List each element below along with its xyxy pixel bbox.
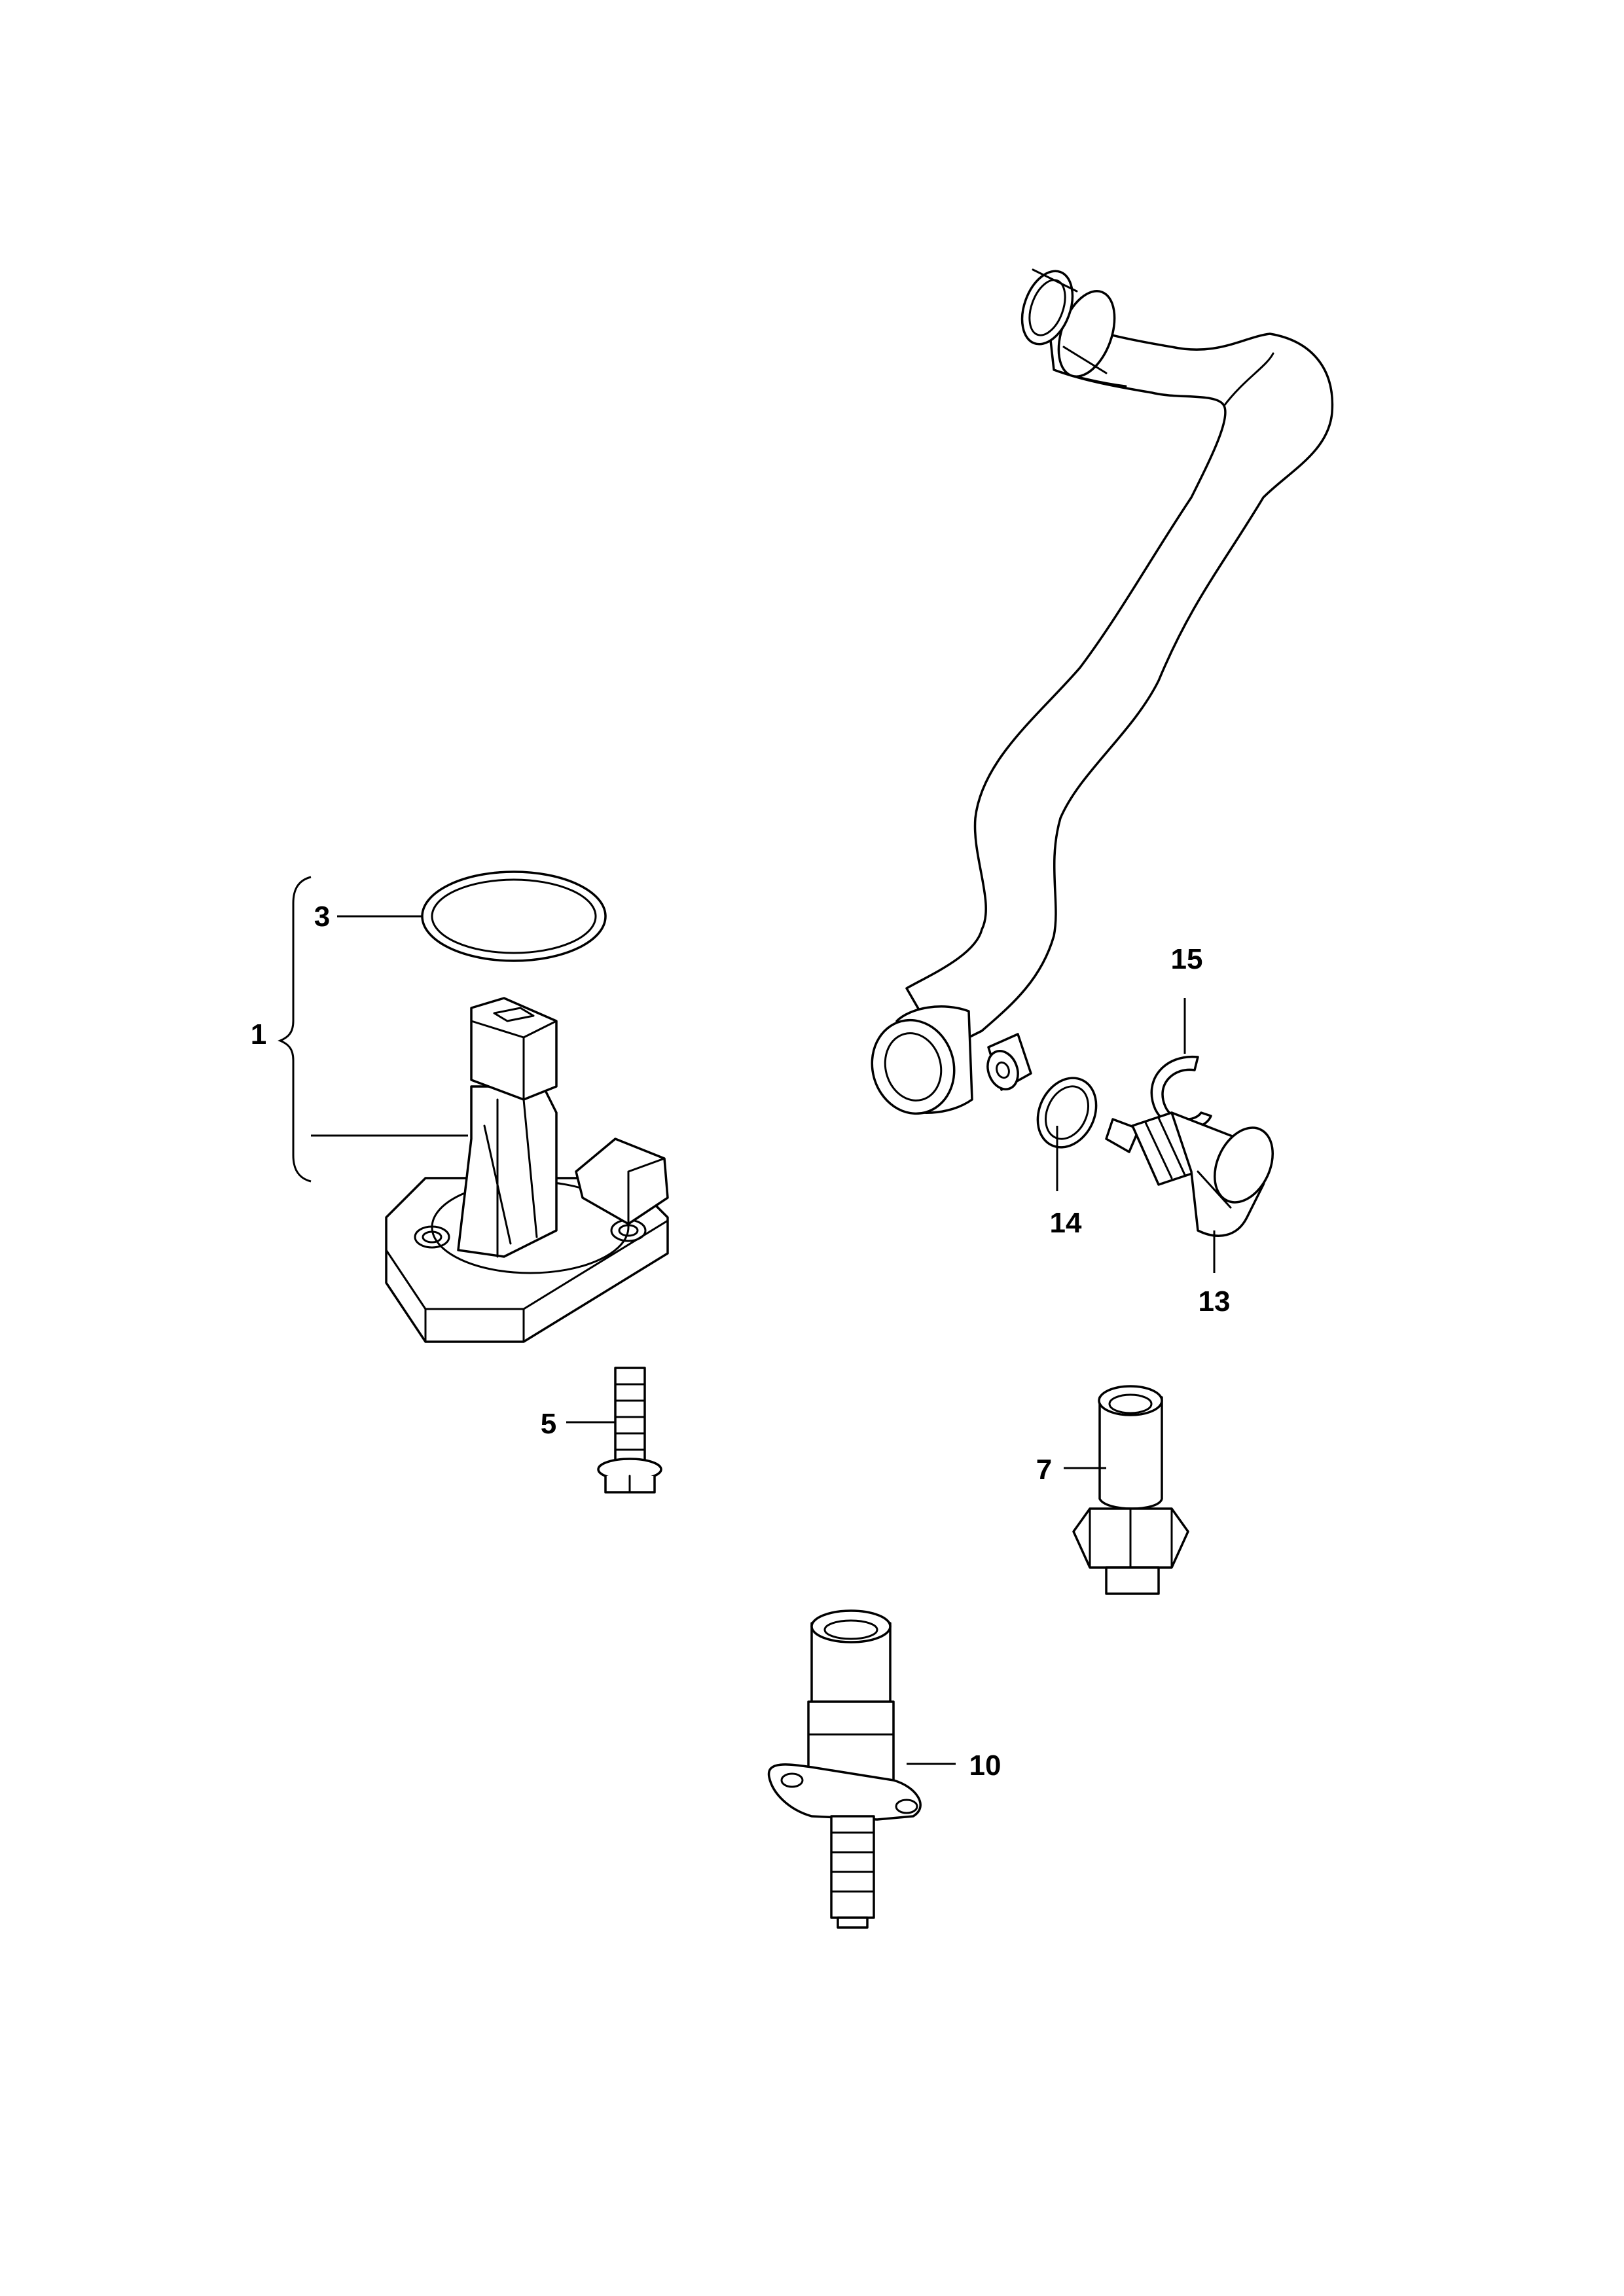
- oil-level-sensor[interactable]: [385, 997, 669, 1343]
- assembly-bracket: [278, 876, 312, 1183]
- oil-pressure-switch[interactable]: [1072, 1385, 1189, 1595]
- hose-bottom-cuff: [871, 1005, 973, 1115]
- seal-o-ring[interactable]: [421, 870, 607, 962]
- callout-3: 3: [314, 901, 330, 933]
- leader-lines: [311, 915, 1216, 1765]
- retaining-clip[interactable]: [1150, 1055, 1212, 1130]
- hose-top-cuff: [1020, 268, 1116, 378]
- mounting-bolt[interactable]: [597, 1367, 662, 1494]
- solenoid-valve[interactable]: [767, 1609, 922, 1929]
- temperature-sensor[interactable]: [1105, 1111, 1284, 1237]
- sensor-o-ring[interactable]: [1027, 1068, 1108, 1157]
- hose-spigot: [986, 1033, 1032, 1091]
- callout-5: 5: [541, 1408, 556, 1440]
- callout-10: 10: [969, 1749, 1001, 1782]
- callout-1: 1: [251, 1018, 266, 1050]
- coolant-hose[interactable]: [861, 264, 1334, 1123]
- callout-15: 15: [1171, 943, 1203, 975]
- callout-13: 13: [1199, 1285, 1231, 1318]
- callout-14: 14: [1050, 1207, 1082, 1239]
- callout-7: 7: [1036, 1454, 1052, 1486]
